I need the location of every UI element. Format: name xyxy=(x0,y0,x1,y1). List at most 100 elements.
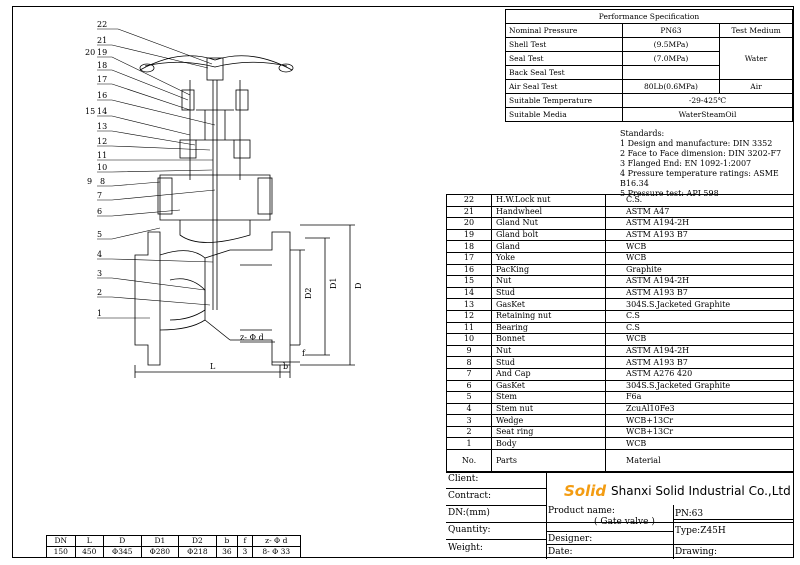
parts-cell-part: Bearing xyxy=(491,321,606,335)
parts-cell-no: 16 xyxy=(446,263,492,277)
standards-block: Standards: 1 Design and manufacture: DIN… xyxy=(620,129,782,198)
parts-cell-no: 18 xyxy=(446,240,492,253)
parts-cell-part: Stud xyxy=(491,356,606,369)
parts-cell-part: Stem xyxy=(491,391,606,404)
parts-cell-material: WCB xyxy=(605,333,794,346)
parts-cell-part: And Cap xyxy=(491,367,606,381)
parts-cell-part: Retaining nut xyxy=(491,309,606,323)
parts-cell-material: WCB xyxy=(605,251,794,265)
dim-label-D: D xyxy=(354,283,363,289)
svg-text:18: 18 xyxy=(97,61,107,70)
dim-value-cell: Φ280 xyxy=(140,546,180,558)
parts-cell-part: Seat ring xyxy=(491,425,606,439)
dim-header-cell: b xyxy=(215,535,239,547)
svg-text:3: 3 xyxy=(97,269,102,278)
parts-cell-material: ASTM A193 B7 xyxy=(605,286,794,300)
parts-header-parts: Parts xyxy=(491,449,606,473)
svg-text:21: 21 xyxy=(97,36,107,45)
parts-cell-material: 304S.S.Jacketed Graphite xyxy=(605,298,794,311)
parts-cell-material: ASTM A47 xyxy=(605,205,794,219)
dim-label-D2: D2 xyxy=(304,287,313,299)
parts-header-no: No. xyxy=(446,449,492,473)
parts-cell-no: 22 xyxy=(446,194,492,207)
parts-cell-material: C.S. xyxy=(605,194,794,207)
dim-value-cell: 450 xyxy=(74,546,104,558)
svg-text:2: 2 xyxy=(97,288,102,297)
parts-cell-part: Bonnet xyxy=(491,333,606,346)
parts-cell-part: Wedge xyxy=(491,414,606,427)
parts-cell-material: ASTM A194-2H xyxy=(605,344,794,358)
parts-cell-material: ASTM A193 B7 xyxy=(605,228,794,242)
parts-cell-material: ASTM A194-2H xyxy=(605,217,794,230)
parts-cell-material: C.S xyxy=(605,309,794,323)
parts-cell-part: Gland bolt xyxy=(491,228,606,242)
svg-text:16: 16 xyxy=(97,91,107,100)
parts-cell-no: 20 xyxy=(446,217,492,230)
dim-header-cell: z- Φ d xyxy=(251,535,302,547)
parts-header-material: Material xyxy=(605,449,794,473)
dim-label-D1: D1 xyxy=(329,277,338,289)
svg-text:12: 12 xyxy=(97,137,107,146)
svg-text:15: 15 xyxy=(85,107,95,116)
parts-cell-material: ASTM A194-2H xyxy=(605,275,794,288)
parts-cell-no: 10 xyxy=(446,333,492,346)
dim-label-b: b xyxy=(283,362,288,371)
solid-logo: Solid xyxy=(564,482,607,500)
parts-cell-material: Graphite xyxy=(605,263,794,277)
parts-cell-part: Gland xyxy=(491,240,606,253)
parts-cell-part: Gland Nut xyxy=(491,217,606,230)
parts-cell-part: H.W.Lock nut xyxy=(491,194,606,207)
company-name: Shanxi Solid Industrial Co.,Ltd xyxy=(611,484,791,498)
parts-cell-no: 15 xyxy=(446,275,492,288)
svg-text:6: 6 xyxy=(97,207,102,216)
svg-text:1: 1 xyxy=(97,309,102,318)
parts-cell-no: 21 xyxy=(446,205,492,219)
parts-cell-material: WCB+13Cr xyxy=(605,425,794,439)
parts-cell-part: Handwheel xyxy=(491,205,606,219)
svg-text:22: 22 xyxy=(97,20,107,29)
dim-header-cell: DN xyxy=(46,535,76,547)
handwheel-shape xyxy=(139,55,293,71)
dim-header-cell: D2 xyxy=(178,535,217,547)
parts-cell-part: Nut xyxy=(491,275,606,288)
parts-cell-part: Stud xyxy=(491,286,606,300)
parts-cell-part: GasKet xyxy=(491,298,606,311)
parts-cell-no: 7 xyxy=(446,367,492,381)
dim-value-cell: 8- Φ 33 xyxy=(251,546,302,558)
dim-header-cell: D xyxy=(103,535,142,547)
parts-cell-material: ASTM A193 B7 xyxy=(605,356,794,369)
parts-cell-no: 6 xyxy=(446,379,492,393)
dim-value-cell: Φ345 xyxy=(103,546,142,558)
svg-text:10: 10 xyxy=(97,163,107,172)
parts-cell-no: 1 xyxy=(446,437,492,451)
parts-cell-material: WCB+13Cr xyxy=(605,414,794,427)
parts-cell-part: GasKet xyxy=(491,379,606,393)
parts-cell-no: 4 xyxy=(446,402,492,416)
parts-cell-no: 2 xyxy=(446,425,492,439)
parts-cell-material: ZcuAl10Fe3 xyxy=(605,402,794,416)
parts-cell-material: 304S.S.Jacketed Graphite xyxy=(605,379,794,393)
parts-cell-no: 3 xyxy=(446,414,492,427)
dim-label-zd: z- Φ d xyxy=(240,333,264,342)
performance-spec-table: Performance Specification Nominal Pressu… xyxy=(505,9,793,122)
svg-text:4: 4 xyxy=(97,250,102,259)
dim-label-f: f xyxy=(302,349,306,358)
svg-text:20: 20 xyxy=(85,48,95,57)
